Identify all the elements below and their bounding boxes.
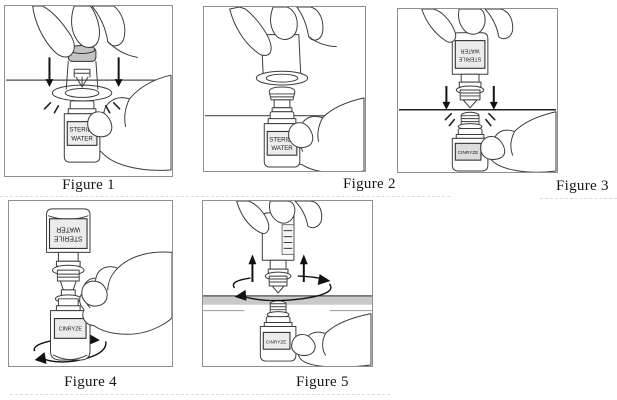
figure-1-panel: STERILE WATER — [4, 5, 173, 177]
vial-label-line1-inverted: STERILE — [53, 235, 82, 242]
figure-3-illustration: CINRYZE STERILE WATER — [398, 9, 557, 172]
figure-5-panel: CINRYZE — [202, 200, 373, 367]
figure-5-caption: Figure 5 — [296, 374, 349, 390]
gripping-hand — [79, 251, 172, 335]
impact-marks — [444, 112, 496, 127]
figure-2-panel: STERILE WATER — [203, 6, 366, 172]
figure-4-panel: STERILE WATER CINRYZE — [8, 200, 173, 367]
inverted-sterile-water-vial: STERILE WATER — [451, 32, 489, 109]
drug-vial: CINRYZE — [49, 294, 91, 361]
lift-up-arrows — [248, 254, 308, 283]
inverted-sterile-water-vial: STERILE WATER — [46, 208, 91, 298]
vial-label-line2-inverted: WATER — [461, 48, 480, 54]
thumb — [291, 334, 316, 357]
twist-arrows — [232, 274, 332, 302]
drug-vial-label: CINRYZE — [59, 326, 83, 332]
figure-1-caption: Figure 1 — [62, 177, 115, 193]
drug-vial-label: CINRYZE — [266, 339, 287, 345]
figure-3-panel: CINRYZE STERILE WATER — [397, 8, 558, 173]
vial-label-line2: WATER — [71, 135, 93, 142]
figure-3-caption: Figure 3 — [556, 178, 609, 194]
vial-label-line1: STERILE — [69, 127, 94, 134]
thumb — [87, 111, 113, 138]
drug-vial: CINRYZE — [451, 111, 489, 172]
scan-artifact-line — [0, 196, 450, 197]
figure-2-caption: Figure 2 — [343, 176, 396, 192]
thumb — [81, 280, 108, 307]
lifted-sterile-water-vial — [261, 212, 295, 294]
thumb — [480, 136, 506, 161]
impact-marks — [43, 102, 121, 114]
drug-vial: CINRYZE — [259, 300, 297, 362]
scan-artifact-line — [10, 394, 390, 395]
lifting-hand — [229, 7, 337, 56]
press-down-arrows — [45, 57, 123, 88]
figure-4-illustration: STERILE WATER CINRYZE — [33, 208, 172, 365]
figure-5-illustration: CINRYZE — [203, 201, 372, 366]
inverting-hand — [421, 9, 514, 43]
figure-1-illustration: STERILE WATER — [5, 6, 172, 171]
table-edge — [203, 295, 372, 312]
thumb — [288, 122, 314, 149]
vial-label-line1-inverted: STERILE — [458, 55, 481, 61]
vial-label-line2: WATER — [271, 145, 293, 152]
drug-vial-label: CINRYZE — [458, 150, 479, 156]
figure-4-caption: Figure 4 — [64, 374, 117, 390]
figure-2-illustration: STERILE WATER — [204, 7, 365, 171]
lifting-hand — [236, 201, 323, 234]
scan-artifact-line — [540, 198, 617, 199]
vial-label-line1: STERILE — [269, 136, 294, 143]
pressing-hand — [32, 6, 138, 58]
press-down-arrows — [442, 86, 498, 110]
vial-label-line2-inverted: WATER — [56, 226, 80, 233]
